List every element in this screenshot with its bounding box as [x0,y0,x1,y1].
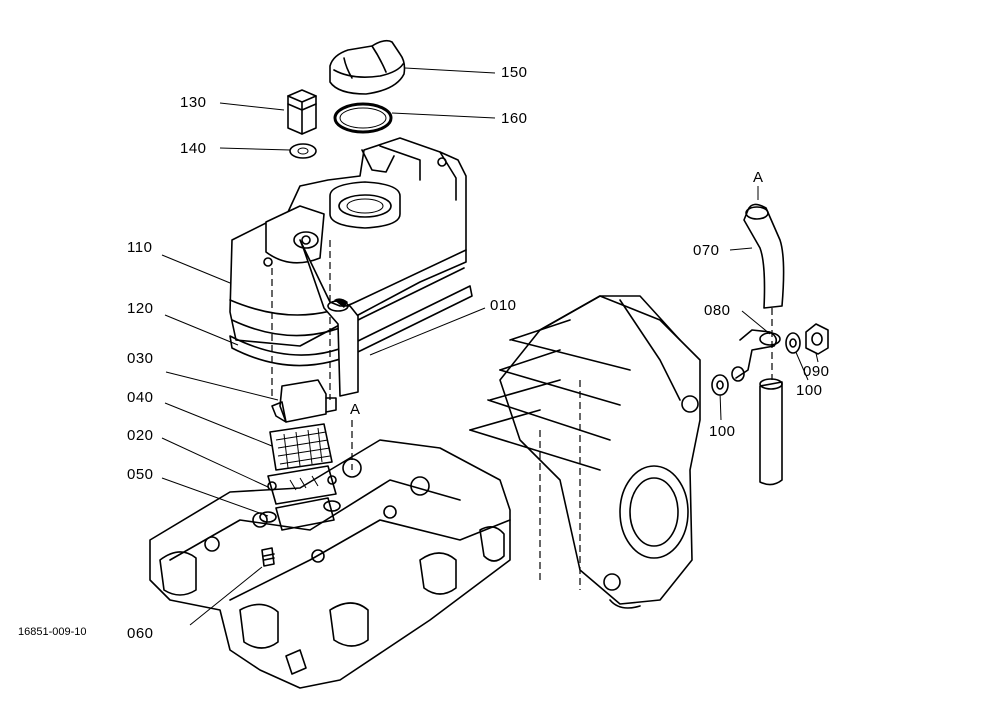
screw-060 [261,547,275,567]
nut-090 [805,323,829,355]
callout-040: 040 [127,389,154,406]
callout-030: 030 [127,350,154,367]
callout-020: 020 [127,427,154,444]
callout-100-right: 100 [796,382,823,399]
gasket-050 [259,497,341,531]
breather-hose [299,239,359,397]
leader-lines [161,67,819,626]
callout-120: 120 [127,300,154,317]
callout-050: 050 [127,466,154,483]
callout-100-left: 100 [709,423,736,440]
hose-070 [743,186,785,380]
washer-100-right [785,332,801,354]
cylinder-head [149,420,511,689]
callout-060: 060 [127,625,154,642]
lower-hose [759,378,783,486]
cap-nut [287,89,317,135]
cylinder-block [469,295,701,609]
callout-150: 150 [501,64,528,81]
cylinder-head-cover [229,137,467,400]
o-ring [333,102,393,134]
callout-130: 130 [180,94,207,111]
connection-mark-a-hose: A [753,169,764,186]
callout-090: 090 [803,363,830,380]
drawing-number: 16851-009-10 [18,626,87,638]
clamp-080 [731,329,781,382]
callout-010: 010 [490,297,517,314]
callout-160: 160 [501,110,528,127]
breather-element-040 [269,423,333,471]
callout-070: 070 [693,242,720,259]
washer-100-left [711,374,729,396]
oil-filler-cap [329,39,406,95]
breather-cap-030 [271,379,337,423]
connection-mark-a-cover: A [350,401,361,418]
callout-110: 110 [127,239,153,256]
callout-080: 080 [704,302,731,319]
cover-gasket [229,285,473,367]
washer [289,143,317,159]
callout-140: 140 [180,140,207,157]
